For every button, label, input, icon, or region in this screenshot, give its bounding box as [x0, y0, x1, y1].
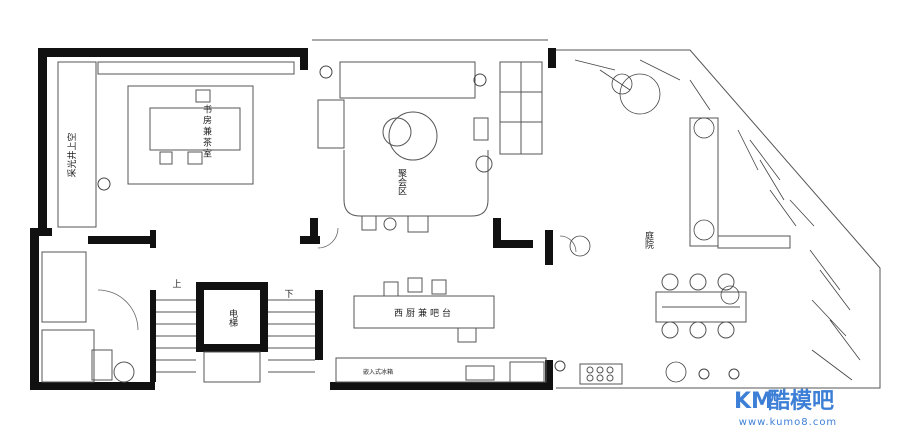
watermark-brand-latin: KM	[734, 389, 773, 414]
room-label-courtyard: 庭院	[643, 230, 654, 250]
column-markers	[97, 65, 740, 380]
stove-icon	[465, 361, 623, 385]
room-label-kitchen-bar: 西厨兼吧台	[394, 307, 454, 319]
inner-walls	[88, 218, 533, 382]
outer-walls	[30, 48, 556, 390]
watermark-brand-cn: 酷模吧	[768, 389, 834, 414]
door-arcs	[97, 227, 577, 331]
room-label-fridge: 嵌入式冰箱	[363, 368, 393, 376]
thin-lines	[41, 39, 881, 389]
watermark-url: www.kumo8.com	[739, 417, 837, 428]
stair-up-label: 上	[172, 279, 181, 290]
room-label-skylight: 采光井上空	[66, 132, 78, 177]
plant-icon	[569, 59, 861, 383]
stair-down-label: 下	[284, 290, 293, 300]
watermark: KM 酷模吧 www.kumo8.com	[734, 389, 837, 428]
chair-icon	[361, 155, 735, 343]
room-label-gathering: 聚会区	[396, 168, 407, 195]
room-label-study: 书房兼茶室	[201, 104, 212, 159]
room-label-elevator: 电梯	[227, 308, 238, 328]
stair-treads	[156, 299, 315, 383]
